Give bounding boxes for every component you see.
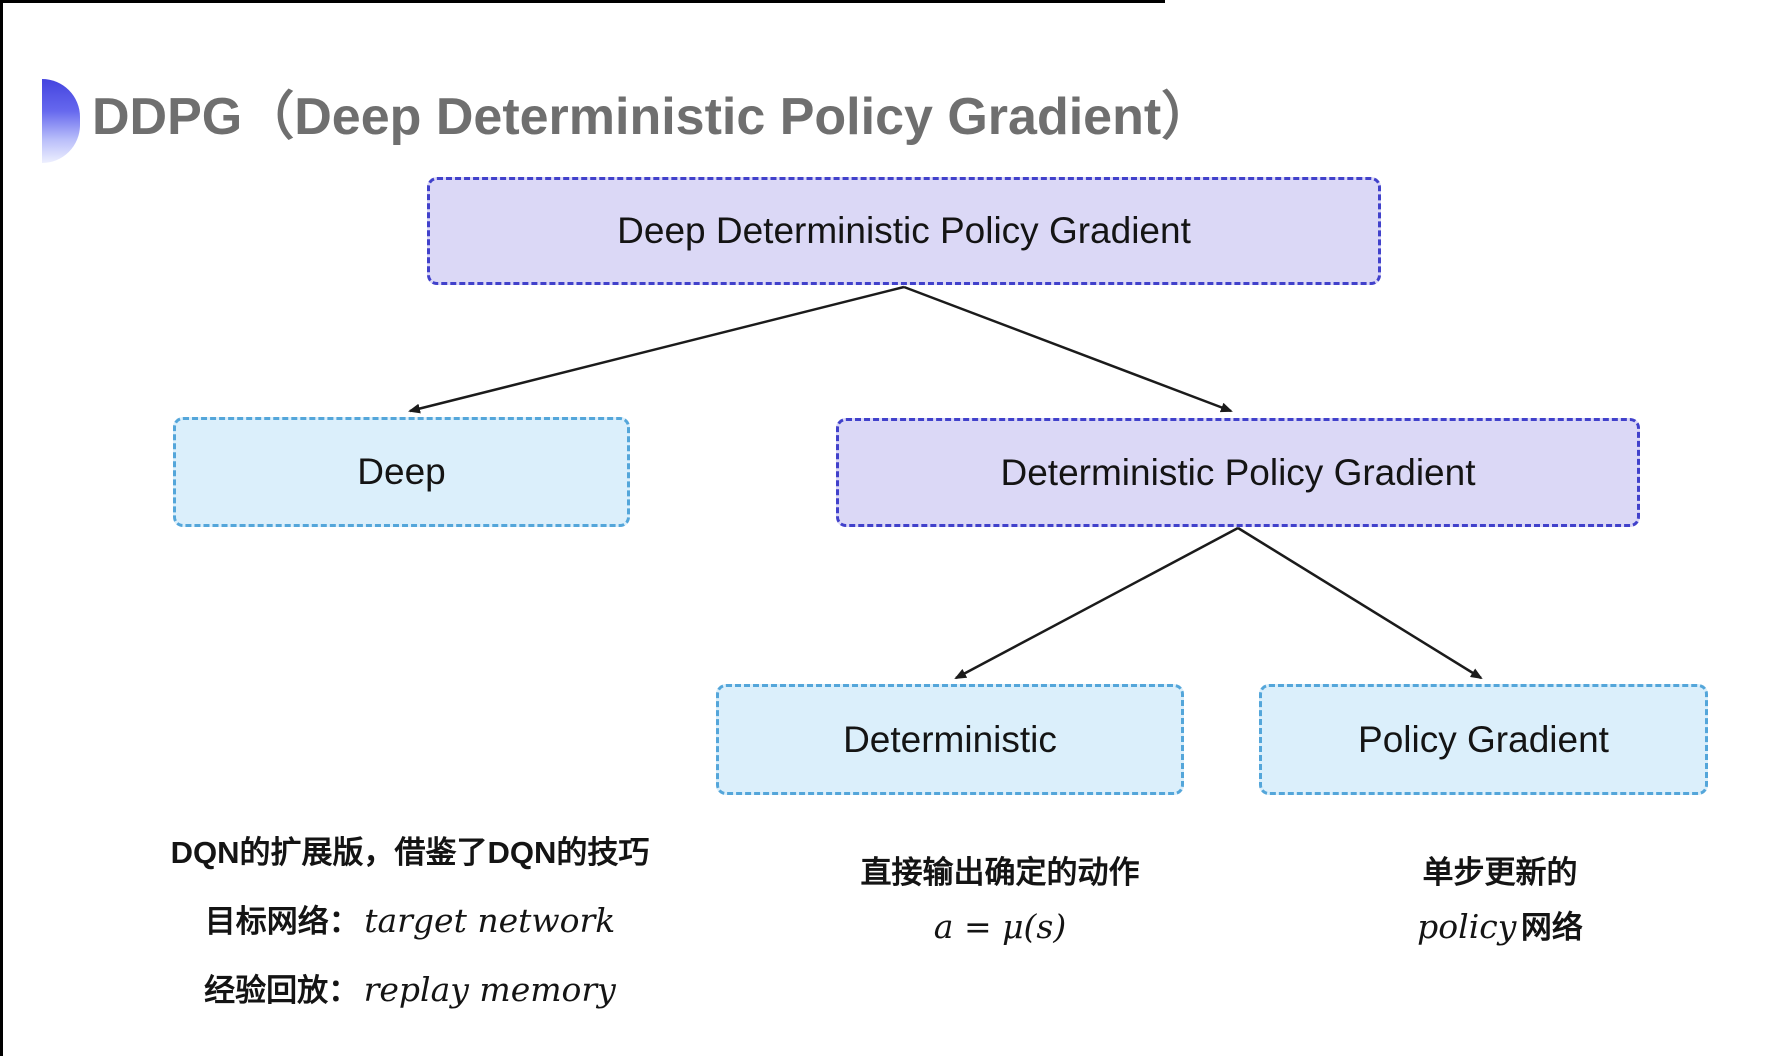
edge-dpg-deterministic [954,526,1239,680]
note-line: DQN的扩展版，借鉴了DQN的技巧 [120,832,700,880]
node-deep-deterministic-policy-gradient: Deep Deterministic Policy Gradient [427,177,1381,285]
note-text: 直接输出确定的动作 [860,855,1140,890]
note-line: 单步更新的 [1330,852,1670,900]
note-deterministic-action: 直接输出确定的动作 a = μ(s) [800,852,1200,961]
node-label: Deep [357,451,446,492]
node-deterministic-policy-gradient: Deterministic Policy Gradient [836,418,1640,527]
node-policy-gradient: Policy Gradient [1259,684,1708,795]
note-dqn-extension: DQN的扩展版，借鉴了DQN的技巧 目标网络： target network 经… [120,832,700,1038]
node-deterministic: Deterministic [716,684,1184,795]
note-line: policy 网络 [1330,906,1670,955]
edge-dpg-policy-gradient [1237,526,1483,680]
node-label: Deterministic [843,718,1057,760]
node-label: Deep Deterministic Policy Gradient [617,210,1191,251]
note-term: replay memory [363,970,616,1009]
note-formula: a = μ(s) [933,907,1067,946]
note-text: DQN的扩展版，借鉴了DQN的技巧 [170,835,650,870]
note-text: 网络 [1520,910,1583,945]
note-text: 单步更新的 [1422,855,1578,890]
note-label: 经验回放： [204,973,360,1008]
note-line: a = μ(s) [800,906,1200,955]
node-label: Policy Gradient [1358,718,1609,760]
note-term: policy [1417,907,1517,946]
frame-left-border [0,0,3,1056]
node-deep: Deep [173,417,630,527]
note-policy-network: 单步更新的 policy 网络 [1330,852,1670,961]
note-label: 目标网络： [204,904,360,939]
note-line: 直接输出确定的动作 [800,852,1200,900]
note-line: 目标网络： target network [120,900,700,949]
note-line: 经验回放： replay memory [120,969,700,1018]
edge-root-deep [408,285,905,414]
note-term: target network [364,901,616,940]
frame-top-border [0,0,1165,3]
title-bullet-icon [42,79,80,163]
edge-root-dpg [903,285,1233,413]
node-label: Deterministic Policy Gradient [1000,451,1476,493]
page-title: DDPG（Deep Deterministic Policy Gradient） [92,88,1214,146]
